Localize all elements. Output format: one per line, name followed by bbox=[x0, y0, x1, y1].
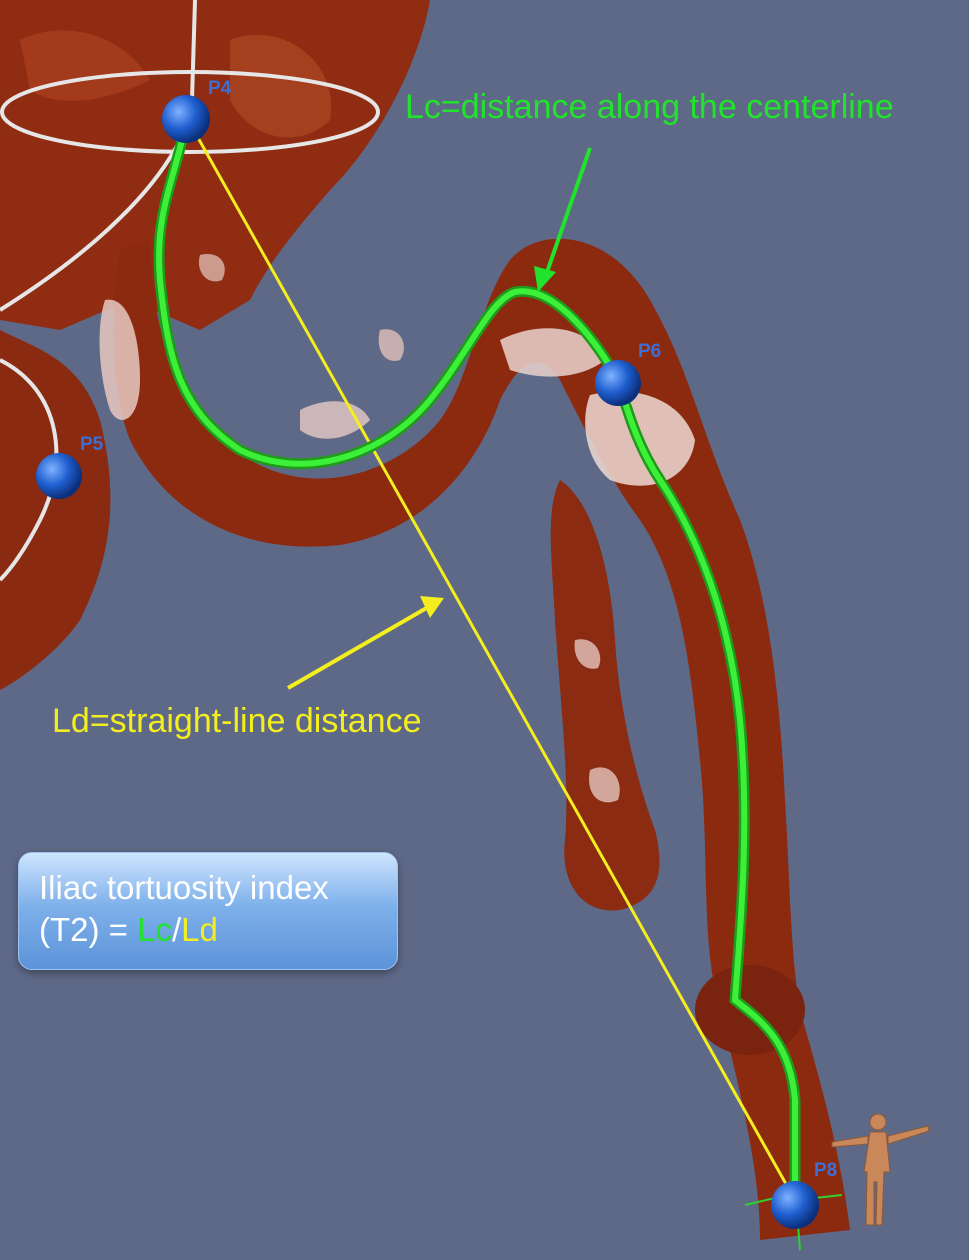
tortuosity-formula: (T2) = Lc/Ld bbox=[39, 909, 377, 951]
marker-p5-icon[interactable] bbox=[36, 453, 82, 499]
straight-distance-label: Ld=straight-line distance bbox=[52, 702, 422, 741]
marker-p8-label: P8 bbox=[814, 1160, 837, 1182]
formula-prefix: (T2) = bbox=[39, 911, 137, 948]
marker-p5-label: P5 bbox=[80, 434, 103, 456]
centerline-distance-label: Lc=distance along the centerline bbox=[405, 88, 894, 127]
marker-p8-icon[interactable] bbox=[771, 1181, 819, 1229]
formula-ld: Ld bbox=[181, 911, 218, 948]
tortuosity-index-box: Iliac tortuosity index (T2) = Lc/Ld bbox=[18, 852, 398, 970]
tortuosity-title: Iliac tortuosity index bbox=[39, 867, 377, 909]
marker-p6-label: P6 bbox=[638, 341, 661, 363]
marker-p4-label: P4 bbox=[208, 78, 231, 100]
marker-p6-icon[interactable] bbox=[595, 360, 641, 406]
formula-slash: / bbox=[172, 911, 181, 948]
marker-p4-icon[interactable] bbox=[162, 95, 210, 143]
straight-line-arrow-icon bbox=[288, 596, 444, 688]
formula-lc: Lc bbox=[137, 911, 172, 948]
